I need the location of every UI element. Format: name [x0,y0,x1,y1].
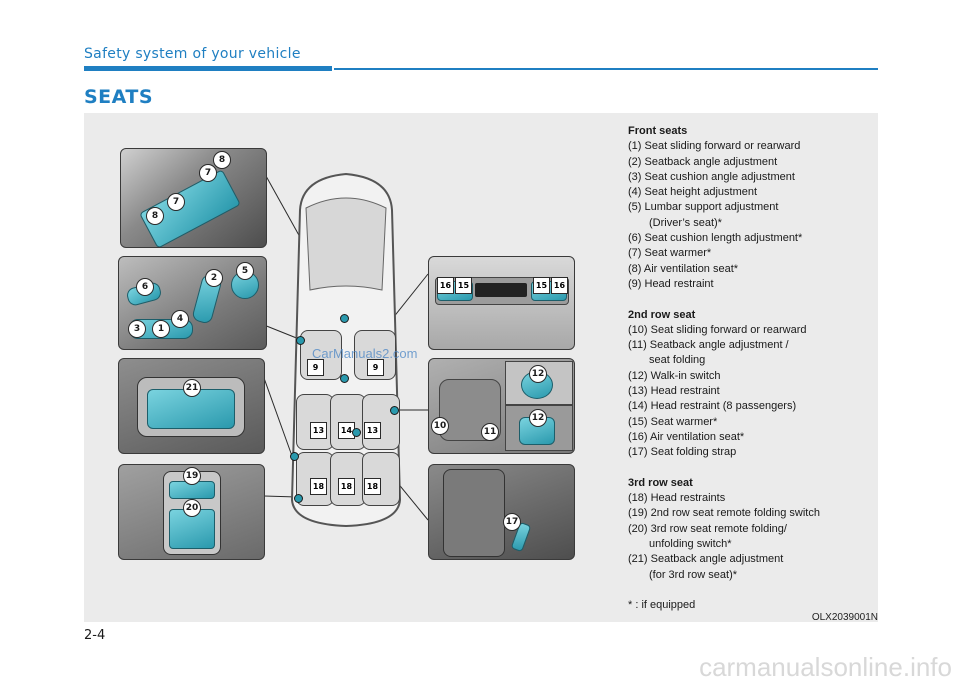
legend-item: (12) Walk-in switch [628,369,721,382]
legend-item: (11) Seatback angle adjustment / [628,339,789,352]
section-title: Safety system of your vehicle [84,46,301,62]
callout-badge: 13 [310,422,327,439]
callout-badge: 9 [367,359,384,376]
leader-anchor-dot [296,336,305,345]
callout-badge: 4 [171,310,189,328]
callout-badge: 13 [364,422,381,439]
panel-overhead-console: 16 15 15 16 [428,256,575,350]
callout-badge: 8 [146,207,164,225]
callout-badge: 19 [183,467,201,485]
callout-badge: 7 [199,164,217,182]
legend-item: (2) Seatback angle adjustment [628,155,778,168]
callout-badge: 15 [455,277,472,294]
legend-item-continued: (Driver’s seat)* [649,216,722,229]
callout-badge: 12 [529,365,547,383]
panel-seat-folding-strap: 17 [428,464,575,560]
legend-item: (8) Air ventilation seat* [628,262,739,275]
footer-brand-watermark: carmanualsonline.info [699,652,952,682]
legend-spacer [628,461,873,476]
leader-anchor-dot [340,374,349,383]
legend-footnote: * : if equipped [628,599,696,612]
callout-badge: 15 [533,277,550,294]
console-display [475,283,527,297]
legend-item: (14) Head restraint (8 passengers) [628,400,797,413]
legend-item: (1) Seat sliding forward or rearward [628,140,801,153]
callout-badge: 18 [310,478,327,495]
vehicle-top-view: 9 9 13 14 13 18 18 18 [282,170,410,528]
callout-badge: 12 [529,409,547,427]
section-title-rule [334,68,878,70]
callout-badge: 18 [364,478,381,495]
legend-item: (17) Seat folding strap [628,446,737,459]
seats-legend: Front seats (1) Seat sliding forward or … [628,124,873,614]
callout-badge: 11 [481,423,499,441]
panel-third-row-seatback-switch: 21 [118,358,265,454]
legend-item: (6) Seat cushion length adjustment* [628,232,803,245]
legend-item-continued: unfolding switch* [649,538,732,551]
legend-item: (3) Seat cushion angle adjustment [628,170,795,183]
callout-badge: 9 [307,359,324,376]
legend-item: (20) 3rd row seat remote folding/ [628,522,787,535]
page-heading: SEATS [84,86,154,108]
panel-seat-side-controls: 6 2 5 3 1 4 [118,256,267,350]
callout-badge: 10 [431,417,449,435]
watermark: CarManuals2.com [312,346,418,361]
seat-back-image [443,469,505,557]
section-title-underline [84,66,332,71]
callout-badge: 20 [183,499,201,517]
legend-item: (19) 2nd row seat remote folding switch [628,507,820,520]
legend-heading-third: 3rd row seat [628,476,693,489]
lumbar-switch[interactable] [231,271,259,299]
leader-anchor-dot [290,452,299,461]
callout-badge: 2 [205,269,223,287]
legend-item-continued: seat folding [649,354,706,367]
callout-badge: 14 [338,422,355,439]
callout-badge: 3 [128,320,146,338]
callout-badge: 18 [338,478,355,495]
leader-anchor-dot [294,494,303,503]
legend-item: (10) Seat sliding forward or rearward [628,323,807,336]
legend-item: (21) Seatback angle adjustment [628,553,784,566]
legend-item: (5) Lumbar support adjustment [628,201,779,214]
callout-badge: 16 [551,277,568,294]
callout-badge: 1 [152,320,170,338]
legend-item: (7) Seat warmer* [628,247,712,260]
figure-code: OLX2039001N [811,612,878,623]
leader-anchor-dot [390,406,399,415]
leader-anchor-dot [340,314,349,323]
panel-second-row-seat: 12 10 11 12 [428,358,575,454]
callout-badge: 8 [213,151,231,169]
legend-spacer [628,583,873,598]
front-seat-right [354,330,396,380]
leader-anchor-dot [352,428,361,437]
legend-item: (9) Head restraint [628,277,714,290]
legend-item: (15) Seat warmer* [628,415,718,428]
callout-badge: 6 [136,278,154,296]
legend-spacer [628,292,873,307]
legend-item-continued: (for 3rd row seat)* [649,568,738,581]
callout-badge: 7 [167,193,185,211]
callout-badge: 21 [183,379,201,397]
legend-heading-second: 2nd row seat [628,308,696,321]
legend-item: (13) Head restraint [628,385,720,398]
legend-item: (16) Air ventilation seat* [628,430,745,443]
callout-badge: 17 [503,513,521,531]
legend-item: (18) Head restraints [628,492,726,505]
legend-heading-front: Front seats [628,125,688,137]
page-number: 2-4 [84,628,106,643]
callout-badge: 16 [437,277,454,294]
callout-badge: 5 [236,262,254,280]
legend-item: (4) Seat height adjustment [628,186,758,199]
panel-seat-switches-upper: 8 7 7 8 [120,148,267,248]
third-row-folding-switch[interactable] [169,509,215,549]
panel-remote-folding-switches: 19 20 [118,464,265,560]
